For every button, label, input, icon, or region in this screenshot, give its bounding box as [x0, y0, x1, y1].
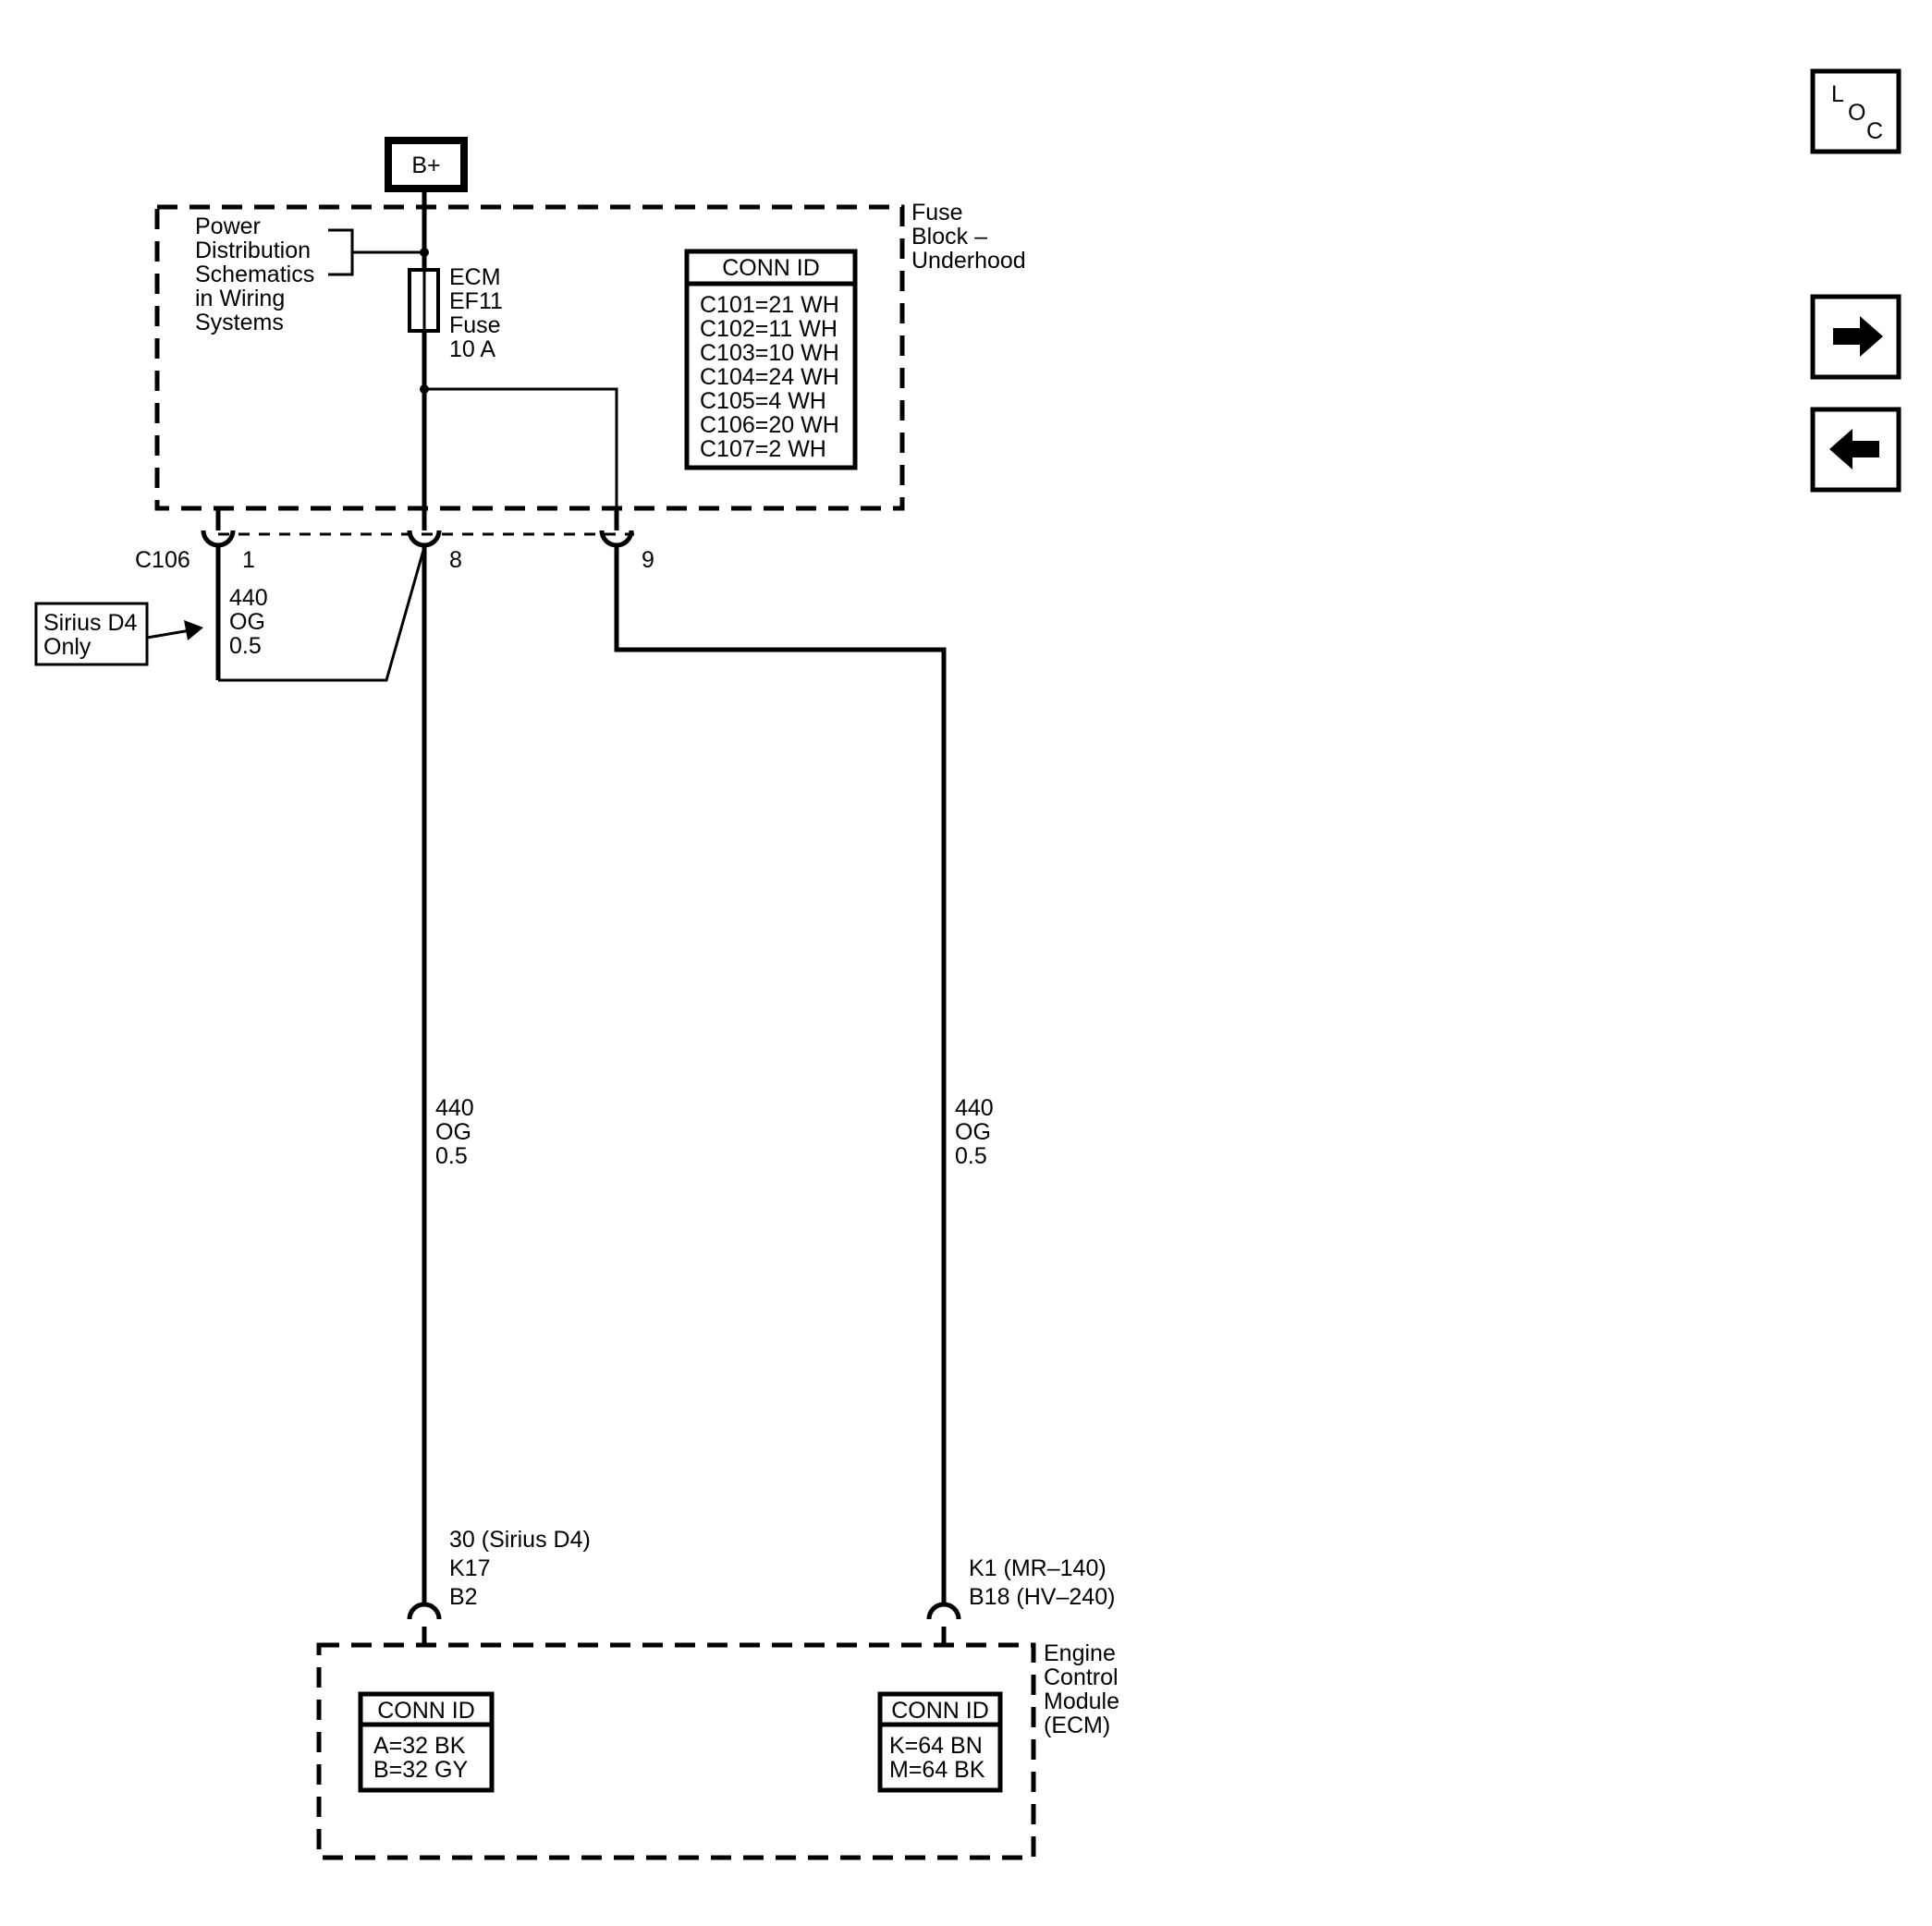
svg-text:CONN ID: CONN ID — [377, 1698, 475, 1724]
previous-page-button[interactable] — [1810, 407, 1901, 493]
ecm-left-pin-label: 30 (Sirius D4) K17 B2 — [449, 1527, 597, 1610]
arrow-right-icon — [1833, 316, 1883, 357]
ecm-right-terminal — [926, 1602, 961, 1645]
c106-label: C106 — [135, 547, 190, 573]
svg-text:A=32 BK B=32 GY: A=32 BK B=32 GY — [373, 1733, 471, 1783]
left-wire-label: 440 OG 0.5 — [435, 1095, 481, 1169]
battery-positive-source: B+ — [385, 137, 468, 192]
branch-wire-to-pin9 — [424, 387, 618, 516]
c106-pin-8 — [407, 508, 442, 548]
ecm-conn-id-left: CONN ID A=32 BK B=32 GY — [358, 1691, 495, 1793]
b-plus-label: B+ — [411, 152, 440, 178]
conn-id-rows: C101=21 WH C102=11 WH C103=10 WH C104=24… — [700, 292, 846, 462]
loc-letter-c: C — [1866, 118, 1883, 144]
next-page-button[interactable] — [1810, 294, 1901, 380]
power-distribution-reference: Power Distribution Schematics in Wiring … — [195, 213, 321, 335]
loc-button[interactable]: L O C — [1810, 68, 1901, 154]
loc-letter-l: L — [1831, 81, 1844, 107]
ecm-left-terminal — [407, 1602, 442, 1645]
ecm-conn-id-right: CONN ID K=64 BN M=64 BK — [877, 1691, 1003, 1793]
reference-bracket — [328, 228, 424, 276]
svg-text:K=64 BN M=64 BK: K=64 BN M=64 BK — [889, 1733, 989, 1783]
fuse-label: ECM EF11 Fuse 10 A — [449, 264, 509, 362]
c106-pin-8-label: 8 — [449, 547, 462, 573]
svg-text:Sirius D4 Only: Sirius D4 Only — [43, 610, 143, 660]
right-wire-label: 440 OG 0.5 — [955, 1095, 1000, 1169]
ecm-fuse-symbol — [408, 268, 440, 333]
fuse-block-conn-id-table: CONN ID C101=21 WH C102=11 WH C103=10 WH… — [684, 249, 858, 470]
ecm-right-pin-label: K1 (MR–140) B18 (HV–240) — [969, 1555, 1115, 1610]
jumper-wire-label: 440 OG 0.5 — [229, 585, 275, 659]
svg-text:CONN ID: CONN ID — [891, 1698, 989, 1724]
splice-dot-top — [420, 248, 429, 257]
c106-pin-9-label: 9 — [642, 547, 654, 573]
ecm-boundary — [316, 1642, 1036, 1860]
c106-pin-1 — [201, 508, 236, 680]
c106-pin-1-label: 1 — [242, 547, 255, 573]
fuse-block-boundary — [154, 204, 905, 511]
c106-pin-9 — [599, 508, 634, 548]
fuse-block-name: Fuse Block – Underhood — [911, 200, 1026, 274]
jumper-wire — [218, 546, 426, 682]
ecm-name: Engine Control Module (ECM) — [1044, 1640, 1126, 1738]
sirius-d4-note: Sirius D4 Only — [34, 602, 203, 666]
arrow-left-icon — [1829, 429, 1879, 469]
loc-letter-o: O — [1848, 100, 1865, 126]
conn-id-title: CONN ID — [722, 255, 820, 281]
right-wire-to-ecm — [614, 545, 947, 1604]
